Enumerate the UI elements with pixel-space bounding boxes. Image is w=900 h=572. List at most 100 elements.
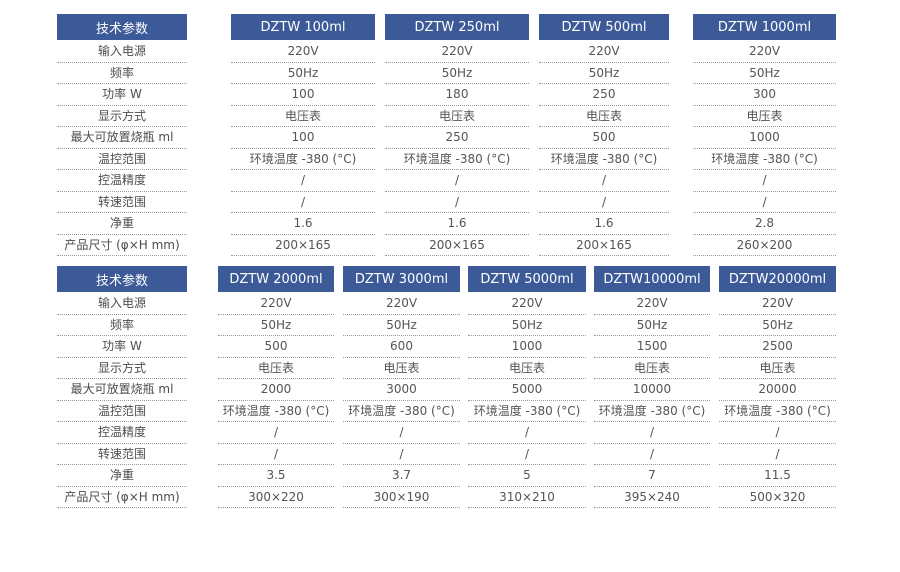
spec-value: 180 xyxy=(385,84,529,106)
spec-value: 50Hz xyxy=(693,63,836,84)
model-header: DZTW10000ml xyxy=(594,266,710,292)
model-column-dztw-5000ml: DZTW 5000ml 220V 50Hz 1000 电压表 5000 环境温度… xyxy=(468,266,586,508)
spec-value: 11.5 xyxy=(719,465,836,487)
row-label: 显示方式 xyxy=(57,106,187,127)
spec-header: 技术参数 xyxy=(57,14,187,40)
spec-value: 电压表 xyxy=(385,106,529,127)
spec-value: 220V xyxy=(719,293,836,315)
row-label: 最大可放置烧瓶 ml xyxy=(57,127,187,149)
spec-value: 310×210 xyxy=(468,487,586,508)
model-header: DZTW 2000ml xyxy=(218,266,334,292)
spec-value: 100 xyxy=(231,127,375,149)
row-label: 温控范围 xyxy=(57,149,187,170)
model-column-dztw-2000ml: DZTW 2000ml 220V 50Hz 500 电压表 2000 环境温度 … xyxy=(218,266,334,508)
model-header: DZTW 100ml xyxy=(231,14,375,40)
spec-value: 环境温度 -380 (°C) xyxy=(343,401,460,422)
row-label: 产品尺寸 (φ×H mm) xyxy=(57,235,187,256)
spec-value: / xyxy=(343,444,460,465)
spec-value: / xyxy=(468,422,586,444)
spec-value: 10000 xyxy=(594,379,710,401)
row-label: 功率 W xyxy=(57,84,187,106)
spec-value: 250 xyxy=(385,127,529,149)
spec-value: 300×220 xyxy=(218,487,334,508)
spec-value: 电压表 xyxy=(468,358,586,379)
spec-value: 50Hz xyxy=(539,63,669,84)
model-column-dztw-1000ml: DZTW 1000ml 220V 50Hz 300 电压表 1000 环境温度 … xyxy=(693,14,836,256)
spec-value: 200×165 xyxy=(231,235,375,256)
spec-value: / xyxy=(231,170,375,192)
spec-value: 50Hz xyxy=(719,315,836,336)
spec-value: 220V xyxy=(539,41,669,63)
spec-value: 环境温度 -380 (°C) xyxy=(218,401,334,422)
spec-value: 50Hz xyxy=(343,315,460,336)
row-label: 产品尺寸 (φ×H mm) xyxy=(57,487,187,508)
spec-value: 500 xyxy=(218,336,334,358)
table2-label-column: 技术参数 输入电源 频率 功率 W 显示方式 最大可放置烧瓶 ml 温控范围 控… xyxy=(57,266,187,508)
spec-value: 3.7 xyxy=(343,465,460,487)
spec-value: 200×165 xyxy=(539,235,669,256)
table1-label-column: 技术参数 输入电源 频率 功率 W 显示方式 最大可放置烧瓶 ml 温控范围 控… xyxy=(57,14,187,256)
spec-value: 50Hz xyxy=(385,63,529,84)
spec-value: 220V xyxy=(594,293,710,315)
spec-value: 5 xyxy=(468,465,586,487)
row-label: 净重 xyxy=(57,213,187,235)
spec-value: 2500 xyxy=(719,336,836,358)
spec-value: 50Hz xyxy=(594,315,710,336)
spec-value: 环境温度 -380 (°C) xyxy=(719,401,836,422)
spec-value: / xyxy=(693,170,836,192)
spec-value: 250 xyxy=(539,84,669,106)
row-label: 频率 xyxy=(57,63,187,84)
spec-header: 技术参数 xyxy=(57,266,187,292)
row-label: 控温精度 xyxy=(57,170,187,192)
spec-value: / xyxy=(539,170,669,192)
spec-value: 220V xyxy=(385,41,529,63)
model-header: DZTW 500ml xyxy=(539,14,669,40)
spec-value: / xyxy=(468,444,586,465)
row-label: 频率 xyxy=(57,315,187,336)
model-column-dztw-500ml: DZTW 500ml 220V 50Hz 250 电压表 500 环境温度 -3… xyxy=(539,14,669,256)
spec-value: / xyxy=(385,192,529,213)
spec-value: / xyxy=(719,422,836,444)
spec-value: 220V xyxy=(693,41,836,63)
spec-value: 220V xyxy=(343,293,460,315)
spec-value: 电压表 xyxy=(719,358,836,379)
spec-value: 50Hz xyxy=(218,315,334,336)
spec-value: 2000 xyxy=(218,379,334,401)
spec-value: 1500 xyxy=(594,336,710,358)
spec-value: 电压表 xyxy=(231,106,375,127)
spec-value: 环境温度 -380 (°C) xyxy=(385,149,529,170)
spec-value: 200×165 xyxy=(385,235,529,256)
spec-value: 395×240 xyxy=(594,487,710,508)
spec-value: / xyxy=(594,422,710,444)
row-label: 转速范围 xyxy=(57,444,187,465)
spec-value: 1.6 xyxy=(539,213,669,235)
spec-value: 1.6 xyxy=(385,213,529,235)
model-header: DZTW 5000ml xyxy=(468,266,586,292)
model-column-dztw-20000ml: DZTW20000ml 220V 50Hz 2500 电压表 20000 环境温… xyxy=(719,266,836,508)
spec-value: / xyxy=(343,422,460,444)
spec-value: 50Hz xyxy=(468,315,586,336)
spec-value: 3000 xyxy=(343,379,460,401)
spec-value: 电压表 xyxy=(539,106,669,127)
spec-value: 220V xyxy=(231,41,375,63)
spec-value: 100 xyxy=(231,84,375,106)
model-header: DZTW 250ml xyxy=(385,14,529,40)
spec-value: 环境温度 -380 (°C) xyxy=(693,149,836,170)
spec-value: 600 xyxy=(343,336,460,358)
spec-value: / xyxy=(693,192,836,213)
spec-value: / xyxy=(218,444,334,465)
spec-value: 1.6 xyxy=(231,213,375,235)
spec-value: 环境温度 -380 (°C) xyxy=(468,401,586,422)
spec-value: 5000 xyxy=(468,379,586,401)
spec-value: 300 xyxy=(693,84,836,106)
spec-value: 电压表 xyxy=(594,358,710,379)
spec-value: 电压表 xyxy=(218,358,334,379)
spec-value: 20000 xyxy=(719,379,836,401)
row-label: 显示方式 xyxy=(57,358,187,379)
model-column-dztw-3000ml: DZTW 3000ml 220V 50Hz 600 电压表 3000 环境温度 … xyxy=(343,266,460,508)
spec-value: / xyxy=(231,192,375,213)
row-label: 输入电源 xyxy=(57,293,187,315)
row-label: 温控范围 xyxy=(57,401,187,422)
spec-value: 2.8 xyxy=(693,213,836,235)
spec-value: / xyxy=(539,192,669,213)
